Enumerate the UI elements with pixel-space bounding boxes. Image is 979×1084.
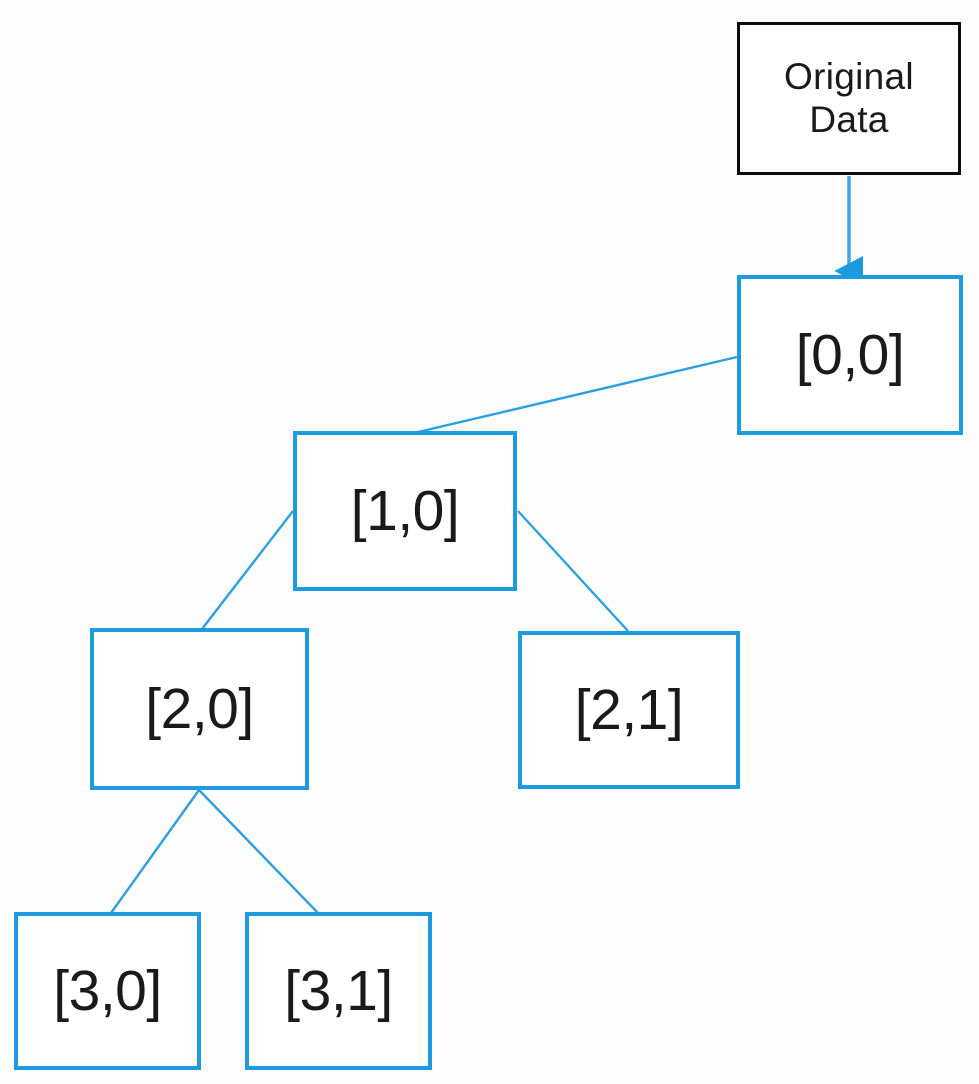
node-3-1[interactable]: [3,1]	[245, 912, 432, 1070]
node-2-1-label: [2,1]	[574, 677, 684, 742]
edge-1-0-to-2-1	[517, 510, 629, 632]
edge-1-0-to-2-0	[201, 510, 294, 630]
node-0-0-label: [0,0]	[795, 322, 905, 387]
node-1-0-label: [1,0]	[350, 478, 460, 543]
node-original-data[interactable]: Original Data	[737, 22, 961, 175]
node-3-1-label: [3,1]	[284, 958, 393, 1023]
edge-2-0-to-3-1	[198, 789, 319, 914]
node-3-0[interactable]: [3,0]	[14, 912, 201, 1070]
node-0-0[interactable]: [0,0]	[737, 275, 963, 435]
edge-2-0-to-3-0	[110, 789, 200, 914]
node-original-data-label: Original Data	[784, 55, 914, 140]
edge-0-0-to-1-0	[417, 355, 738, 434]
node-2-0-label: [2,0]	[145, 676, 254, 741]
node-3-0-label: [3,0]	[53, 958, 162, 1023]
node-1-0[interactable]: [1,0]	[293, 431, 517, 591]
node-2-0[interactable]: [2,0]	[90, 628, 309, 790]
node-2-1[interactable]: [2,1]	[518, 631, 740, 789]
